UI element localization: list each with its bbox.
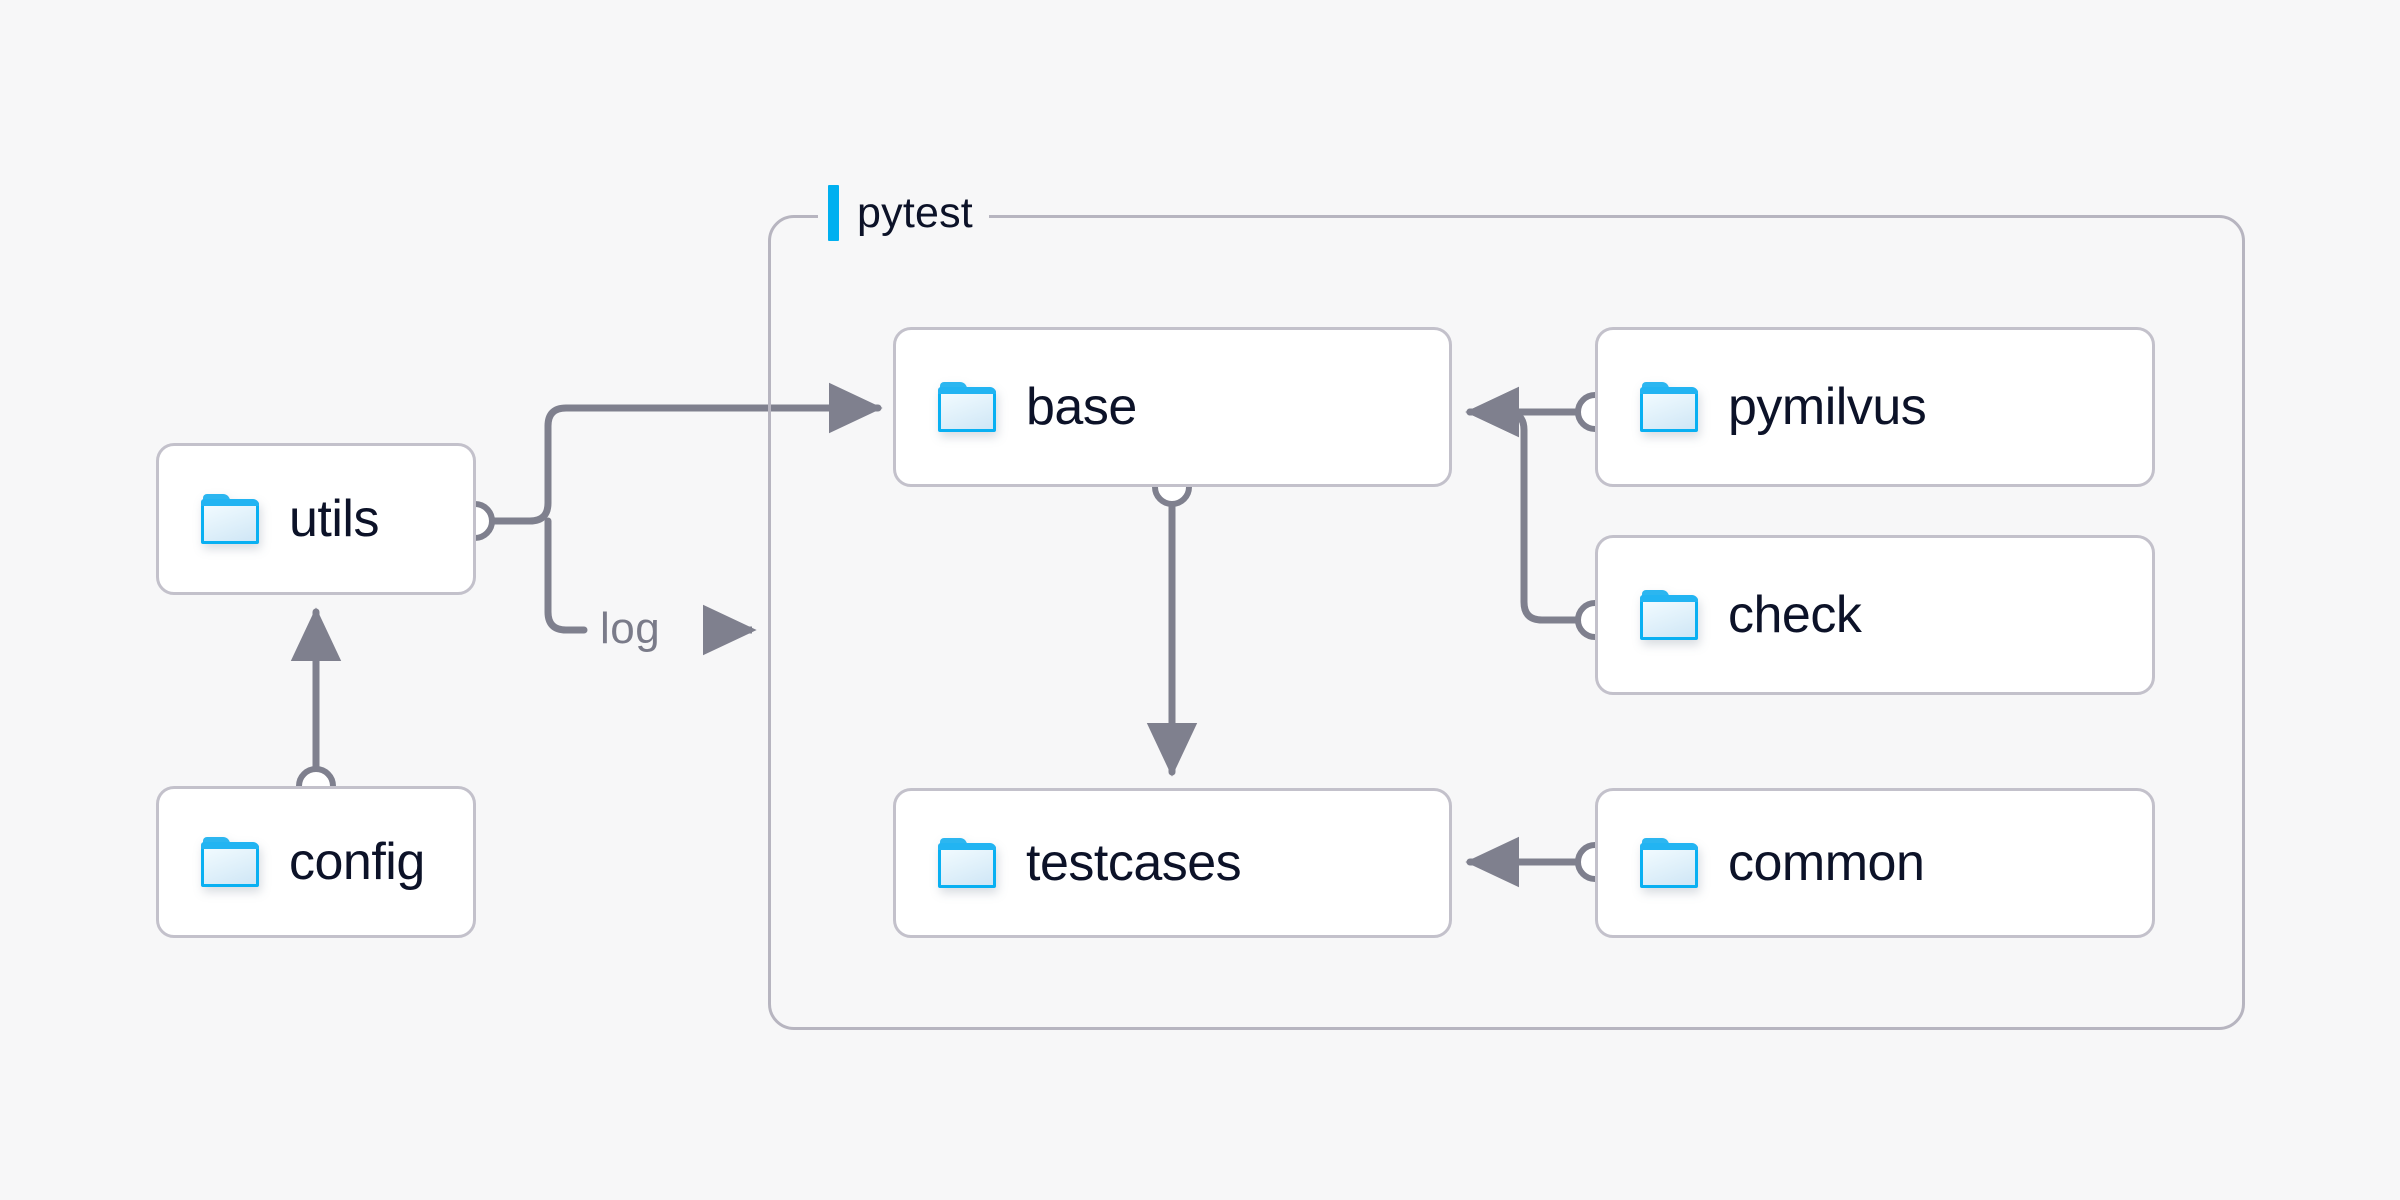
node-common[interactable]: common: [1595, 788, 2155, 938]
folder-icon: [1640, 590, 1698, 640]
edge-label-log-text: log: [600, 604, 661, 653]
node-config-label: config: [289, 833, 425, 891]
folder-icon: [938, 838, 996, 888]
node-config[interactable]: config: [156, 786, 476, 938]
node-common-label: common: [1728, 834, 1925, 892]
folder-icon: [201, 837, 259, 887]
node-check[interactable]: check: [1595, 535, 2155, 695]
group-accent-bar: [828, 185, 839, 241]
node-check-label: check: [1728, 586, 1862, 644]
node-utils[interactable]: utils: [156, 443, 476, 595]
group-pytest[interactable]: [768, 215, 2245, 1030]
folder-icon: [1640, 838, 1698, 888]
group-pytest-label-text: pytest: [857, 188, 973, 237]
node-testcases[interactable]: testcases: [893, 788, 1452, 938]
edge-label-log: log: [600, 607, 660, 651]
node-pymilvus-label: pymilvus: [1728, 378, 1927, 436]
edge-config-to-utils: [290, 607, 342, 806]
group-pytest-label: pytest: [818, 184, 989, 242]
node-pymilvus[interactable]: pymilvus: [1595, 327, 2155, 487]
node-base[interactable]: base: [893, 327, 1452, 487]
node-testcases-label: testcases: [1026, 834, 1242, 892]
folder-icon: [938, 382, 996, 432]
node-base-label: base: [1026, 378, 1137, 436]
folder-icon: [1640, 382, 1698, 432]
folder-icon: [201, 494, 259, 544]
node-utils-label: utils: [289, 490, 379, 548]
